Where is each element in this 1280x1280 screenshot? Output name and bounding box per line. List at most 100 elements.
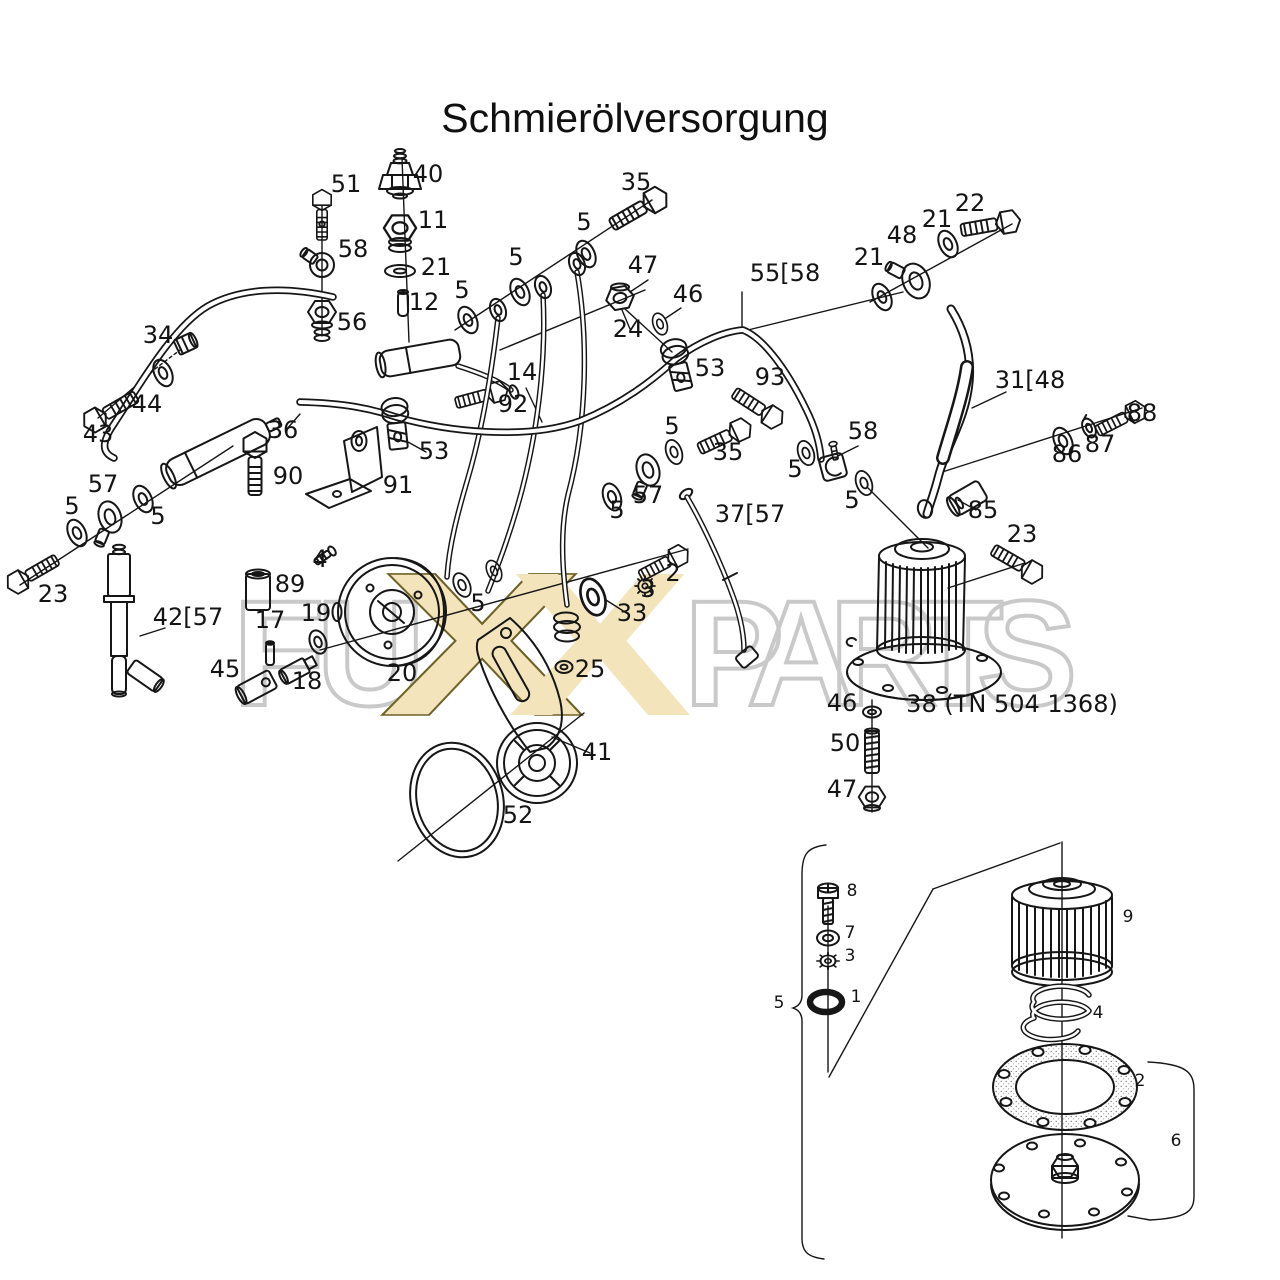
inset-washer-7 <box>816 929 840 947</box>
part-label-33: 33 <box>617 599 648 627</box>
watermark-left-text: FU <box>233 569 417 737</box>
plug-18 <box>278 655 318 685</box>
part-label-21: 21 <box>922 205 953 233</box>
joint-57-left <box>81 497 130 552</box>
part-label-57: 57 <box>88 470 119 498</box>
bolt-51-stack <box>299 188 337 342</box>
inset-gasket-2 <box>992 1043 1138 1131</box>
inset-oring-1 <box>806 988 846 1016</box>
bracket-91 <box>305 426 383 509</box>
part-label-45: 45 <box>210 655 241 683</box>
part-label-93: 93 <box>755 363 786 391</box>
pipe-31-48 <box>916 304 974 519</box>
filter-nut-47 <box>857 785 887 812</box>
watermark-x2: X <box>508 530 693 759</box>
page-title: Schmierölversorgung <box>441 95 828 141</box>
part-label-5: 5 <box>470 589 485 617</box>
part-label-11: 11 <box>418 206 449 234</box>
part-label-36: 36 <box>268 416 299 444</box>
part-label-8: 8 <box>847 881 858 901</box>
part-label-46: 46 <box>827 689 858 717</box>
part-label-35: 35 <box>713 438 744 466</box>
part-label-51: 51 <box>331 170 362 198</box>
inset-screw-8 <box>817 882 839 925</box>
part-label-90: 90 <box>273 462 304 490</box>
part-label-23: 23 <box>38 580 69 608</box>
part-label-19: 19 <box>301 599 332 627</box>
inset-base-plate <box>990 1133 1140 1231</box>
part-label-41: 41 <box>582 738 613 766</box>
part-label-88: 88 <box>1127 399 1158 427</box>
bolt-43-44-34 <box>77 331 199 437</box>
part-label-21: 21 <box>421 253 452 281</box>
part-label-38-TN-504-1368-: 38 (TN 504 1368) <box>906 690 1118 718</box>
filter-washer-46 <box>862 705 882 719</box>
sensor-40-stack <box>378 148 422 317</box>
watermark: FU PARTS X X <box>231 529 1100 760</box>
joint-58-right <box>793 437 877 499</box>
part-label-4: 4 <box>1093 1003 1104 1023</box>
u-pipe <box>100 286 337 462</box>
inset-plate-nut <box>1051 1153 1079 1184</box>
part-label-40: 40 <box>413 160 444 188</box>
part-label-4: 4 <box>312 545 327 573</box>
part-label-5: 5 <box>576 208 591 236</box>
part-label-9: 9 <box>1123 907 1134 927</box>
part-label-87: 87 <box>1085 430 1116 458</box>
nut-47-washer-46 <box>603 282 672 338</box>
part-label-58: 58 <box>338 235 369 263</box>
bolt-90 <box>242 431 268 496</box>
part-label-23: 23 <box>1007 520 1038 548</box>
part-label-85: 85 <box>968 496 999 524</box>
inset-filter-assembly <box>806 877 1140 1231</box>
part-label-53: 53 <box>695 354 726 382</box>
part-label-5: 5 <box>774 993 785 1013</box>
part-label-48: 48 <box>887 221 918 249</box>
part-label-50: 50 <box>830 729 861 757</box>
part-label-2: 2 <box>665 559 680 587</box>
part-label-58: 58 <box>848 417 879 445</box>
rail-pipe-55-58 <box>296 326 825 463</box>
washer-5-left-a <box>62 515 92 551</box>
inset-spring-4 <box>1020 983 1092 1043</box>
part-label-89: 89 <box>275 570 306 598</box>
part-label-91: 91 <box>383 471 414 499</box>
injector-42-57 <box>103 543 165 698</box>
part-label-18: 18 <box>292 667 323 695</box>
part-label-53: 53 <box>419 437 450 465</box>
part-label-3: 3 <box>640 575 655 603</box>
watermark-x1: X <box>379 530 586 759</box>
pump-housing-20 <box>331 557 447 667</box>
part-label-43: 43 <box>83 420 114 448</box>
part-label-34: 34 <box>143 321 174 349</box>
part-label-24: 24 <box>613 315 644 343</box>
part-label-22: 22 <box>955 189 986 217</box>
part-label-47: 47 <box>827 775 858 803</box>
watermark-right-text: PARTS <box>684 569 1072 737</box>
pulley-41 <box>496 722 578 804</box>
part-label-20: 20 <box>387 659 418 687</box>
part-label-17: 17 <box>255 606 286 634</box>
part-label-14: 14 <box>507 358 538 386</box>
part-label-42-57: 42[57 <box>153 603 223 631</box>
filter-stud-50 <box>864 727 880 774</box>
spacer-85 <box>945 480 988 517</box>
cup-89 <box>245 568 271 611</box>
spacer-tube-36 <box>160 417 283 490</box>
part-label-5: 5 <box>508 243 523 271</box>
pipe-37-57 <box>678 487 759 669</box>
inset-bracket-5 <box>790 844 827 1260</box>
part-label-5: 5 <box>787 455 802 483</box>
part-label-52: 52 <box>503 801 534 829</box>
part-label-5: 5 <box>664 412 679 440</box>
part-label-21: 21 <box>854 243 885 271</box>
part-label-44: 44 <box>132 390 163 418</box>
part-label-86: 86 <box>1052 440 1083 468</box>
oil-lines-14 <box>444 182 674 608</box>
washers-86-87-bolt-88 <box>1048 397 1151 459</box>
part-label-92: 92 <box>498 390 529 418</box>
pin-12 <box>397 289 409 317</box>
linework <box>1 148 1151 1231</box>
